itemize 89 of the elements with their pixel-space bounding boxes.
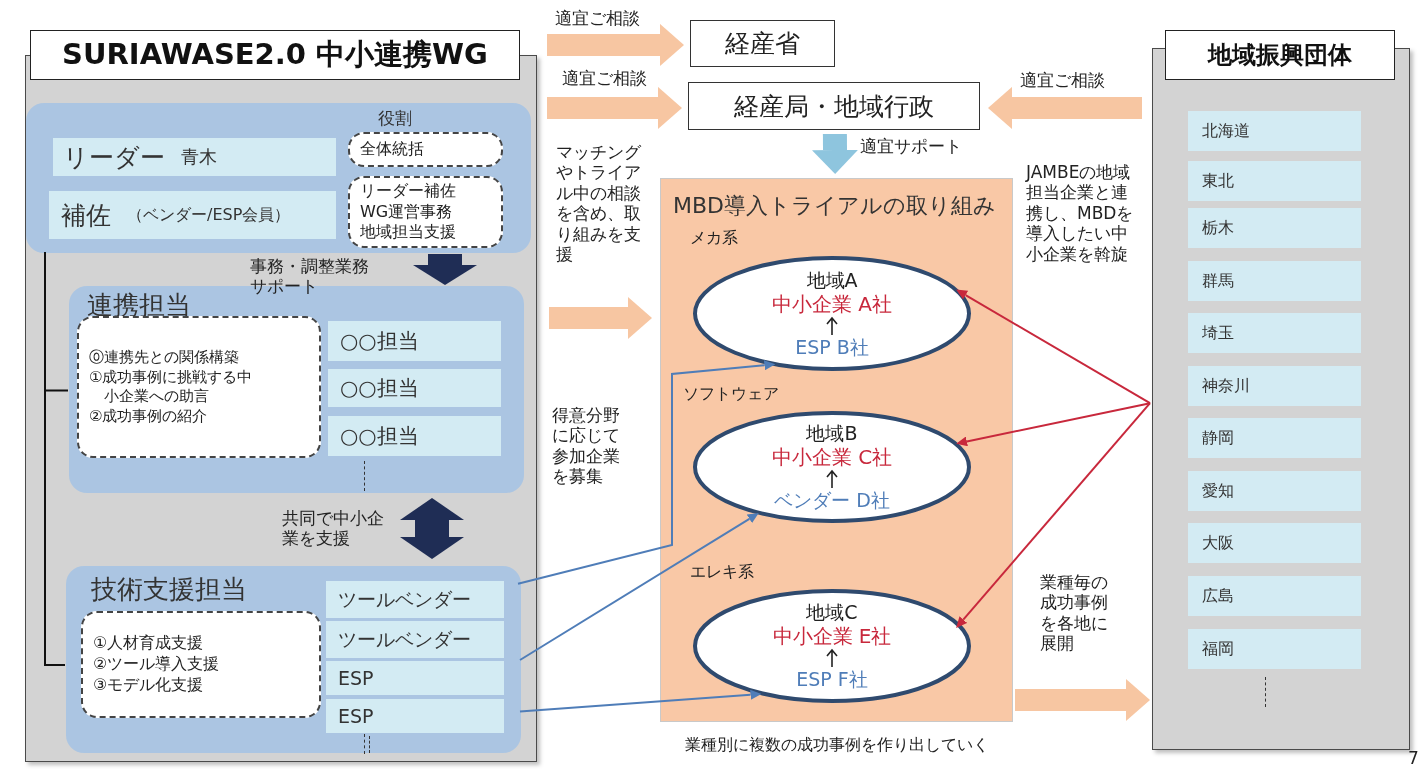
assignee-row: 北海道 <box>1188 111 1361 151</box>
edge-label: 適宜サポート <box>860 136 962 157</box>
arrow <box>519 513 759 661</box>
company-ellipse <box>693 589 971 703</box>
assignee-row: ESP <box>326 699 504 733</box>
block-arrow <box>400 498 464 559</box>
page-number: 7 <box>1408 748 1419 769</box>
role-member: （ベンダー/ESP会員） <box>127 204 291 226</box>
note-text: ①成功事例に挑戦する中小企業への助言 <box>89 367 254 407</box>
assignee-row: ○○担当 <box>328 369 501 407</box>
organization-box: 経産省 <box>690 20 835 67</box>
company-ellipse <box>693 256 971 371</box>
assignee-row: 埼玉 <box>1188 313 1361 353</box>
section-heading: 技術支援担当 <box>91 573 247 606</box>
assignee-row: ESP <box>326 661 504 695</box>
note-text: ①人材育成支援 <box>93 633 205 655</box>
arrow <box>519 689 762 713</box>
edge-label: 業種毎の成功事例を各地に展開 <box>1040 572 1109 654</box>
assignee-row: ○○担当 <box>328 416 501 456</box>
note-text: ②ツール導入支援 <box>93 654 221 675</box>
assignee-row: 愛知 <box>1188 471 1361 511</box>
region-name: 地域B <box>806 422 858 445</box>
assignee-row: ○○担当 <box>328 321 501 361</box>
block-arrow <box>549 297 652 339</box>
assignee-row: ツールベンダー <box>326 581 504 618</box>
note-text: 地域担当支援 <box>360 222 457 244</box>
panel-title: MBD導入トライアルの取り組み <box>673 192 996 220</box>
company-name: 中小企業 A社 <box>771 291 892 316</box>
assignee-row: 群馬 <box>1188 261 1361 301</box>
note-text: ③モデル化支援 <box>93 674 205 696</box>
assignee-row: ツールベンダー <box>326 621 504 658</box>
organization-box: 経産局・地域行政 <box>688 82 980 130</box>
category-label: メカ系 <box>690 228 738 249</box>
arrow <box>956 289 1151 405</box>
role-note <box>77 316 321 458</box>
assignee-row: 神奈川 <box>1188 366 1361 406</box>
block-arrow <box>547 23 684 66</box>
note-text: JAMBEの地域担当企業と連携し、MBDを導入したい中小企業を斡旋 <box>1026 162 1135 264</box>
arrow <box>956 402 1151 628</box>
category-label: ソフトウェア <box>683 384 779 405</box>
panel-caption: 業種別に複数の成功事例を作り出していく <box>683 735 990 756</box>
company-name: 中小企業 E社 <box>772 624 892 648</box>
block-arrow <box>413 254 477 285</box>
block-arrow <box>1015 679 1150 721</box>
assignee-row: 栃木 <box>1188 208 1361 248</box>
arrow <box>517 360 776 585</box>
assignee-row: 東北 <box>1188 161 1361 201</box>
assignee-row: 大阪 <box>1188 523 1361 563</box>
edge-label: マッチングやトライアル中の相談を含め、取り組みを支援 <box>556 142 642 265</box>
assignee-row: 静岡 <box>1188 418 1361 458</box>
role-row <box>49 191 336 239</box>
assignee-row: 福岡 <box>1188 629 1361 669</box>
assignee-row: 広島 <box>1188 576 1361 616</box>
role-row <box>53 138 336 176</box>
note-text: ②成功事例の紹介 <box>89 406 209 426</box>
partner-name: ESP F社 <box>796 668 868 691</box>
note-text: WG運営事務 <box>360 201 454 223</box>
block-arrow <box>812 133 858 174</box>
note-text: 得意分野に応じて参加企業を募集 <box>552 405 621 487</box>
section-panel <box>26 103 531 253</box>
edge-label: 事務・調整業務サポート <box>250 256 370 297</box>
company-ellipse <box>693 411 971 523</box>
category-label: エレキ系 <box>690 562 754 583</box>
arrow <box>956 402 1151 447</box>
trial-panel <box>660 178 1013 722</box>
role-name: リーダー <box>63 141 165 174</box>
note-text: リーダー補佐 <box>360 180 457 202</box>
note-text: 全体統括 <box>360 139 425 160</box>
edge-label: 適宜ご相談 <box>1020 70 1105 91</box>
role-note <box>348 132 503 167</box>
edge-label: 適宜ご相談 <box>562 68 647 89</box>
role-name: 補佐 <box>61 199 111 232</box>
region-name: 地域C <box>806 601 858 624</box>
edge-label: 共同で中小企業を支援 <box>282 508 385 549</box>
region-name: 地域A <box>806 268 858 292</box>
section-heading: 役割 <box>378 107 412 130</box>
block-arrow <box>547 86 682 129</box>
section-panel <box>66 566 521 753</box>
company-name: 中小企業 C社 <box>771 445 893 469</box>
partner-name: ベンダー D社 <box>774 489 890 512</box>
partner-name: ESP B社 <box>795 335 869 359</box>
block-arrow <box>988 86 1142 129</box>
role-note <box>81 611 321 718</box>
note-text: ⓪連携先との関係構築 <box>89 348 240 368</box>
edge-label: 適宜ご相談 <box>555 8 640 29</box>
role-member: 青木 <box>181 145 217 169</box>
panel-title: SURIAWASE2.0 中小連携WG <box>30 30 520 80</box>
role-note <box>348 176 503 248</box>
panel-title: 地域振興団体 <box>1165 30 1395 80</box>
